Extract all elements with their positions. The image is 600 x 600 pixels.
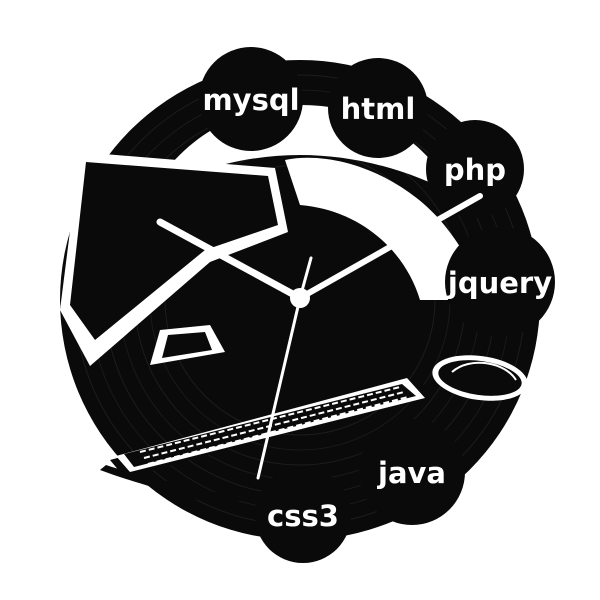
mouse-icon bbox=[432, 355, 528, 401]
skill-bubble-jquery: jquery bbox=[445, 227, 555, 337]
skill-bubble-disc bbox=[328, 58, 428, 158]
skill-bubble-mysql: mysql bbox=[199, 47, 303, 151]
skill-bubble-disc bbox=[426, 120, 524, 218]
clock-hands bbox=[156, 193, 483, 480]
skill-bubble-php: php bbox=[426, 120, 524, 218]
skill-bubble-css3: css3 bbox=[255, 467, 351, 563]
second-hand bbox=[256, 296, 302, 480]
skill-bubble-label: jquery bbox=[447, 266, 552, 300]
skill-bubble-html: html bbox=[328, 58, 428, 158]
skill-bubble-java: java bbox=[359, 419, 465, 525]
hand-pivot bbox=[290, 288, 310, 308]
skill-bubble-label: java bbox=[377, 456, 446, 490]
skill-bubble-label: mysql bbox=[202, 83, 299, 117]
hour-hand bbox=[156, 218, 304, 302]
skill-bubble-disc bbox=[255, 467, 351, 563]
minute-hand bbox=[297, 193, 483, 301]
monitor-icon bbox=[60, 152, 288, 366]
skill-bubble-disc bbox=[359, 419, 465, 525]
skill-bubble-disc bbox=[445, 227, 555, 337]
skill-bubble-disc bbox=[199, 47, 303, 151]
skill-bubble-label: php bbox=[444, 153, 506, 187]
skill-bubble-label: html bbox=[341, 92, 416, 126]
skill-bubble-label: css3 bbox=[267, 499, 339, 533]
